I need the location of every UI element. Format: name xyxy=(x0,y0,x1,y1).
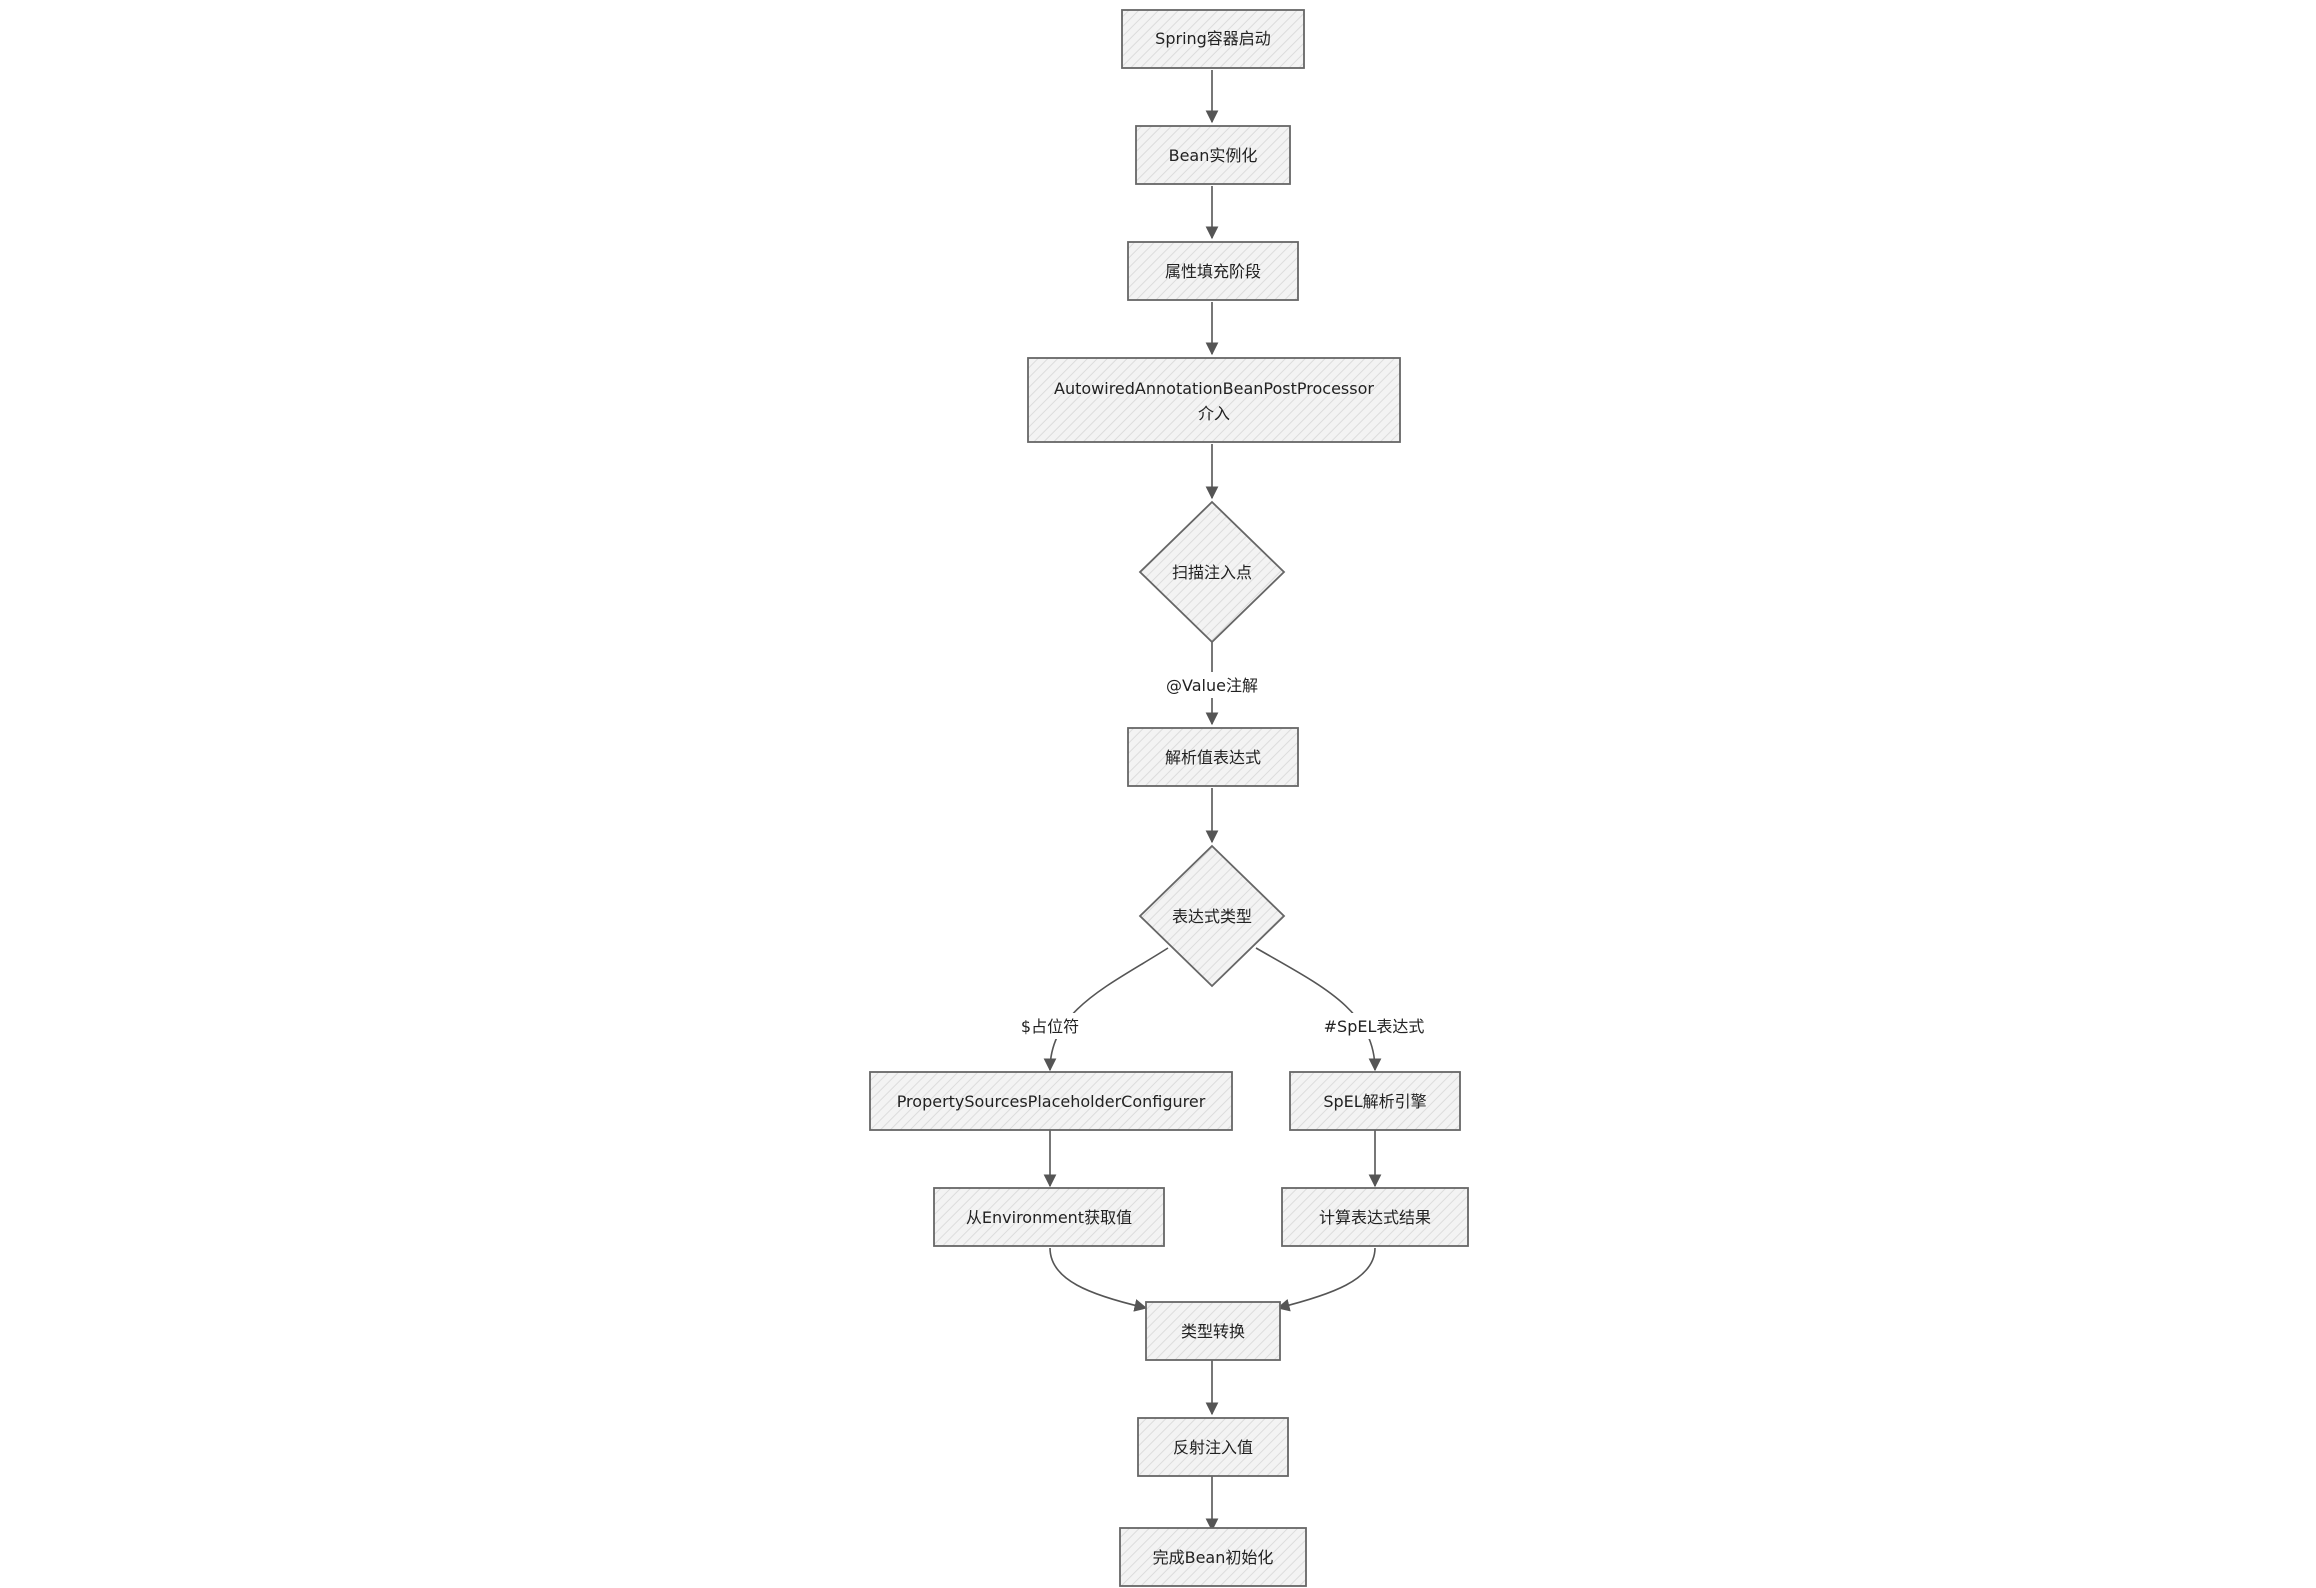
node-complete-init-label: 完成Bean初始化 xyxy=(1153,1548,1274,1567)
node-from-environment[interactable]: 从Environment获取值 xyxy=(933,1187,1165,1247)
node-parse-expression-label: 解析值表达式 xyxy=(1165,748,1261,767)
edge-label-spel: #SpEL表达式 xyxy=(1324,1017,1425,1036)
node-spring-start[interactable]: Spring容器启动 xyxy=(1121,9,1305,69)
node-expression-type[interactable]: 表达式类型 xyxy=(1138,844,1286,988)
nodes: Spring容器启动 Bean实例化 属性填充阶段 AutowiredAnnot… xyxy=(869,9,1469,1587)
node-autowired-processor-line2: 介入 xyxy=(1198,404,1230,423)
edge-exprtype-spel xyxy=(1255,947,1382,1072)
node-pspc[interactable]: PropertySourcesPlaceholderConfigurer xyxy=(869,1071,1233,1131)
node-property-populate-label: 属性填充阶段 xyxy=(1165,262,1261,281)
node-parse-expression[interactable]: 解析值表达式 xyxy=(1127,727,1299,787)
node-scan-injection-points[interactable]: 扫描注入点 xyxy=(1138,500,1286,644)
node-bean-instantiate[interactable]: Bean实例化 xyxy=(1135,125,1291,185)
edge-label-bg-spel xyxy=(1318,1013,1430,1039)
edge-env-convert xyxy=(1049,1247,1148,1312)
edge-labels: @Value注解 $占位符 #SpEL表达式 xyxy=(1010,672,1430,1039)
edge-label-placeholder: $占位符 xyxy=(1021,1017,1079,1036)
node-type-conversion[interactable]: 类型转换 xyxy=(1145,1301,1281,1361)
node-scan-injection-points-label: 扫描注入点 xyxy=(1172,563,1252,582)
node-reflect-inject[interactable]: 反射注入值 xyxy=(1137,1417,1289,1477)
node-spring-start-label: Spring容器启动 xyxy=(1155,29,1271,48)
node-spel-engine[interactable]: SpEL解析引擎 xyxy=(1289,1071,1461,1131)
node-autowired-processor[interactable]: AutowiredAnnotationBeanPostProcessor 介入 xyxy=(1027,357,1401,443)
edge-label-value-annotation: @Value注解 xyxy=(1166,676,1258,695)
edge-exprtype-placeholder xyxy=(1043,947,1169,1072)
edge-label-bg-placeholder xyxy=(1010,1013,1090,1039)
node-autowired-processor-line1: AutowiredAnnotationBeanPostProcessor xyxy=(1054,379,1374,398)
edge-compute-convert xyxy=(1276,1247,1376,1312)
node-bean-instantiate-label: Bean实例化 xyxy=(1169,146,1258,165)
node-complete-init[interactable]: 完成Bean初始化 xyxy=(1119,1527,1307,1587)
node-compute-result-label: 计算表达式结果 xyxy=(1319,1208,1431,1227)
node-compute-result[interactable]: 计算表达式结果 xyxy=(1281,1187,1469,1247)
edge-label-bg-value xyxy=(1162,672,1262,698)
node-pspc-label: PropertySourcesPlaceholderConfigurer xyxy=(897,1092,1206,1111)
node-expression-type-label: 表达式类型 xyxy=(1172,907,1252,926)
node-reflect-inject-label: 反射注入值 xyxy=(1173,1438,1253,1457)
node-from-environment-label: 从Environment获取值 xyxy=(966,1208,1132,1227)
node-property-populate[interactable]: 属性填充阶段 xyxy=(1127,241,1299,301)
node-spel-engine-label: SpEL解析引擎 xyxy=(1323,1092,1426,1111)
node-type-conversion-label: 类型转换 xyxy=(1181,1322,1245,1341)
